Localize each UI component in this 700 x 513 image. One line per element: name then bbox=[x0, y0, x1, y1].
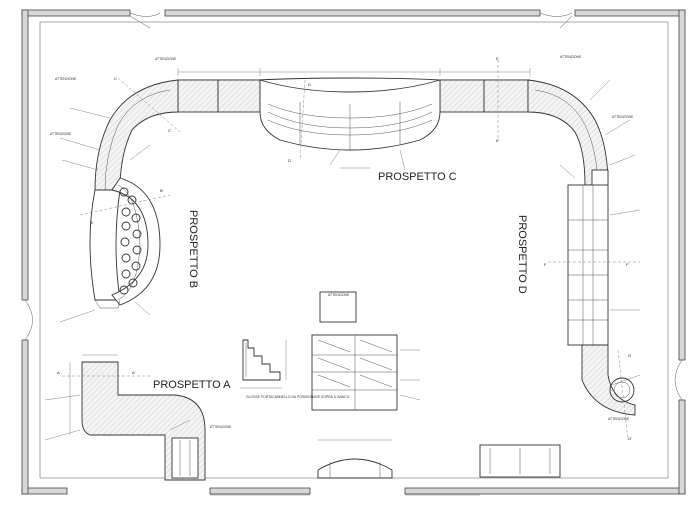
section-mark-c-right: C' bbox=[168, 128, 172, 133]
label-prospetto-c: PROSPETTO C bbox=[378, 171, 457, 183]
svg-text:ATTENZIONE: ATTENZIONE bbox=[612, 115, 634, 119]
label-prospetto-d: PROSPETTO D bbox=[516, 215, 528, 294]
dimension-leaders bbox=[44, 79, 641, 441]
annotation-texts: ATTENZIONE ATTENZIONE ATTENZIONE ATTENZI… bbox=[50, 55, 634, 429]
counter-c bbox=[177, 68, 531, 151]
stair-profile-detail bbox=[240, 339, 287, 389]
svg-text:ATTENZIONE: ATTENZIONE bbox=[155, 57, 177, 61]
svg-text:ATTENZIONE: ATTENZIONE bbox=[50, 132, 72, 136]
svg-text:ATTENZIONE: ATTENZIONE bbox=[560, 55, 582, 59]
section-mark-d-top: D bbox=[308, 82, 311, 87]
section-mark-a-left: A bbox=[57, 370, 60, 375]
svg-text:ATTENZIONE: ATTENZIONE bbox=[55, 77, 77, 81]
section-mark-d-bottom: D' bbox=[288, 158, 292, 163]
center-display-unit bbox=[311, 291, 398, 411]
section-mark-f-right: F' bbox=[626, 262, 629, 267]
round-display-items bbox=[119, 187, 142, 295]
svg-text:ATTENZIONE: ATTENZIONE bbox=[328, 293, 350, 297]
outer-walls bbox=[21, 9, 686, 495]
bottom-elements bbox=[210, 439, 561, 496]
label-prospetto-a: PROSPETTO A bbox=[153, 379, 231, 391]
counter-b bbox=[89, 177, 161, 309]
counter-left-curve bbox=[94, 79, 179, 191]
section-mark-e-top: E bbox=[496, 56, 499, 61]
label-prospetto-b: PROSPETTO B bbox=[187, 210, 199, 288]
svg-text:ATTENZIONE: ATTENZIONE bbox=[210, 425, 232, 429]
section-mark-a-right: A' bbox=[132, 370, 136, 375]
counter-d bbox=[567, 184, 636, 416]
counter-right-curve bbox=[527, 79, 609, 187]
section-mark-f-left: F bbox=[544, 262, 547, 267]
section-marks: A A' B B' C C' D D' E E' F F' G G' bbox=[57, 56, 632, 441]
section-mark-b-right: B' bbox=[160, 188, 164, 193]
section-mark-c-left: C bbox=[114, 76, 117, 81]
counter-a bbox=[69, 354, 206, 481]
section-mark-e-bottom: E' bbox=[496, 138, 500, 143]
section-mark-g-top: G bbox=[628, 353, 631, 358]
section-mark-g-bottom: G' bbox=[628, 436, 632, 441]
section-mark-b-left: B bbox=[90, 220, 93, 225]
section-cut-lines bbox=[62, 60, 640, 441]
svg-text:ATTENZIONE: ATTENZIONE bbox=[608, 417, 630, 421]
display-note: GLOSSE PORTACANNELLO DA POSIZIONARE SOPR… bbox=[246, 395, 350, 399]
